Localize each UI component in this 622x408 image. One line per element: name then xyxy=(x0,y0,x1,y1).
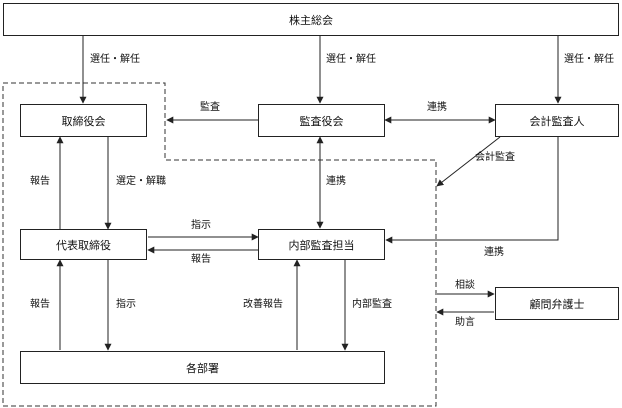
report-mid-label: 報告 xyxy=(191,254,211,265)
select-dismiss-label: 選定・解職 xyxy=(116,176,166,187)
representative-director-box: 代表取締役 xyxy=(20,229,147,260)
representative-director-label: 代表取締役 xyxy=(56,238,111,252)
internal-audit-officer-label: 内部監査担当 xyxy=(288,238,355,252)
elect-dismiss-label-3: 選任・解任 xyxy=(564,54,614,65)
report-left-label: 報告 xyxy=(30,176,50,187)
instruction-mid-label: 指示 xyxy=(191,220,211,231)
accounting-auditor-label: 会計監査人 xyxy=(529,114,585,128)
accounting-audit-label: 会計監査 xyxy=(475,152,515,163)
cooperation-mid-label: 連携 xyxy=(326,176,346,187)
consultation-label: 相談 xyxy=(455,280,475,291)
departments-box: 各部署 xyxy=(20,351,385,384)
shareholders-meeting-label: 株主総会 xyxy=(289,13,333,27)
audit-board-box: 監査役会 xyxy=(258,104,385,137)
legal-advisor-label: 顧問弁護士 xyxy=(529,297,585,311)
report-bottom-left-label: 報告 xyxy=(30,299,50,310)
accounting-auditor-box: 会計監査人 xyxy=(495,104,619,137)
board-of-directors-box: 取締役会 xyxy=(20,104,147,137)
cooperation-right-label: 連携 xyxy=(484,247,504,258)
audit-label: 監査 xyxy=(200,102,220,113)
company-boundary xyxy=(2,82,437,407)
audit-board-label: 監査役会 xyxy=(299,114,344,128)
elect-dismiss-label-1: 選任・解任 xyxy=(90,54,140,65)
cooperation-top-label: 連携 xyxy=(427,102,447,113)
internal-audit-officer-box: 内部監査担当 xyxy=(258,229,385,260)
legal-advisor-box: 顧問弁護士 xyxy=(495,287,619,320)
elect-dismiss-label-2: 選任・解任 xyxy=(326,54,376,65)
improvement-report-label: 改善報告 xyxy=(243,299,283,310)
board-of-directors-label: 取締役会 xyxy=(61,114,106,128)
internal-audit-label: 内部監査 xyxy=(352,299,392,310)
instruction-bottom-label: 指示 xyxy=(116,299,136,310)
departments-label: 各部署 xyxy=(186,361,219,375)
advice-label: 助言 xyxy=(455,317,475,328)
shareholders-meeting-box: 株主総会 xyxy=(3,3,619,36)
